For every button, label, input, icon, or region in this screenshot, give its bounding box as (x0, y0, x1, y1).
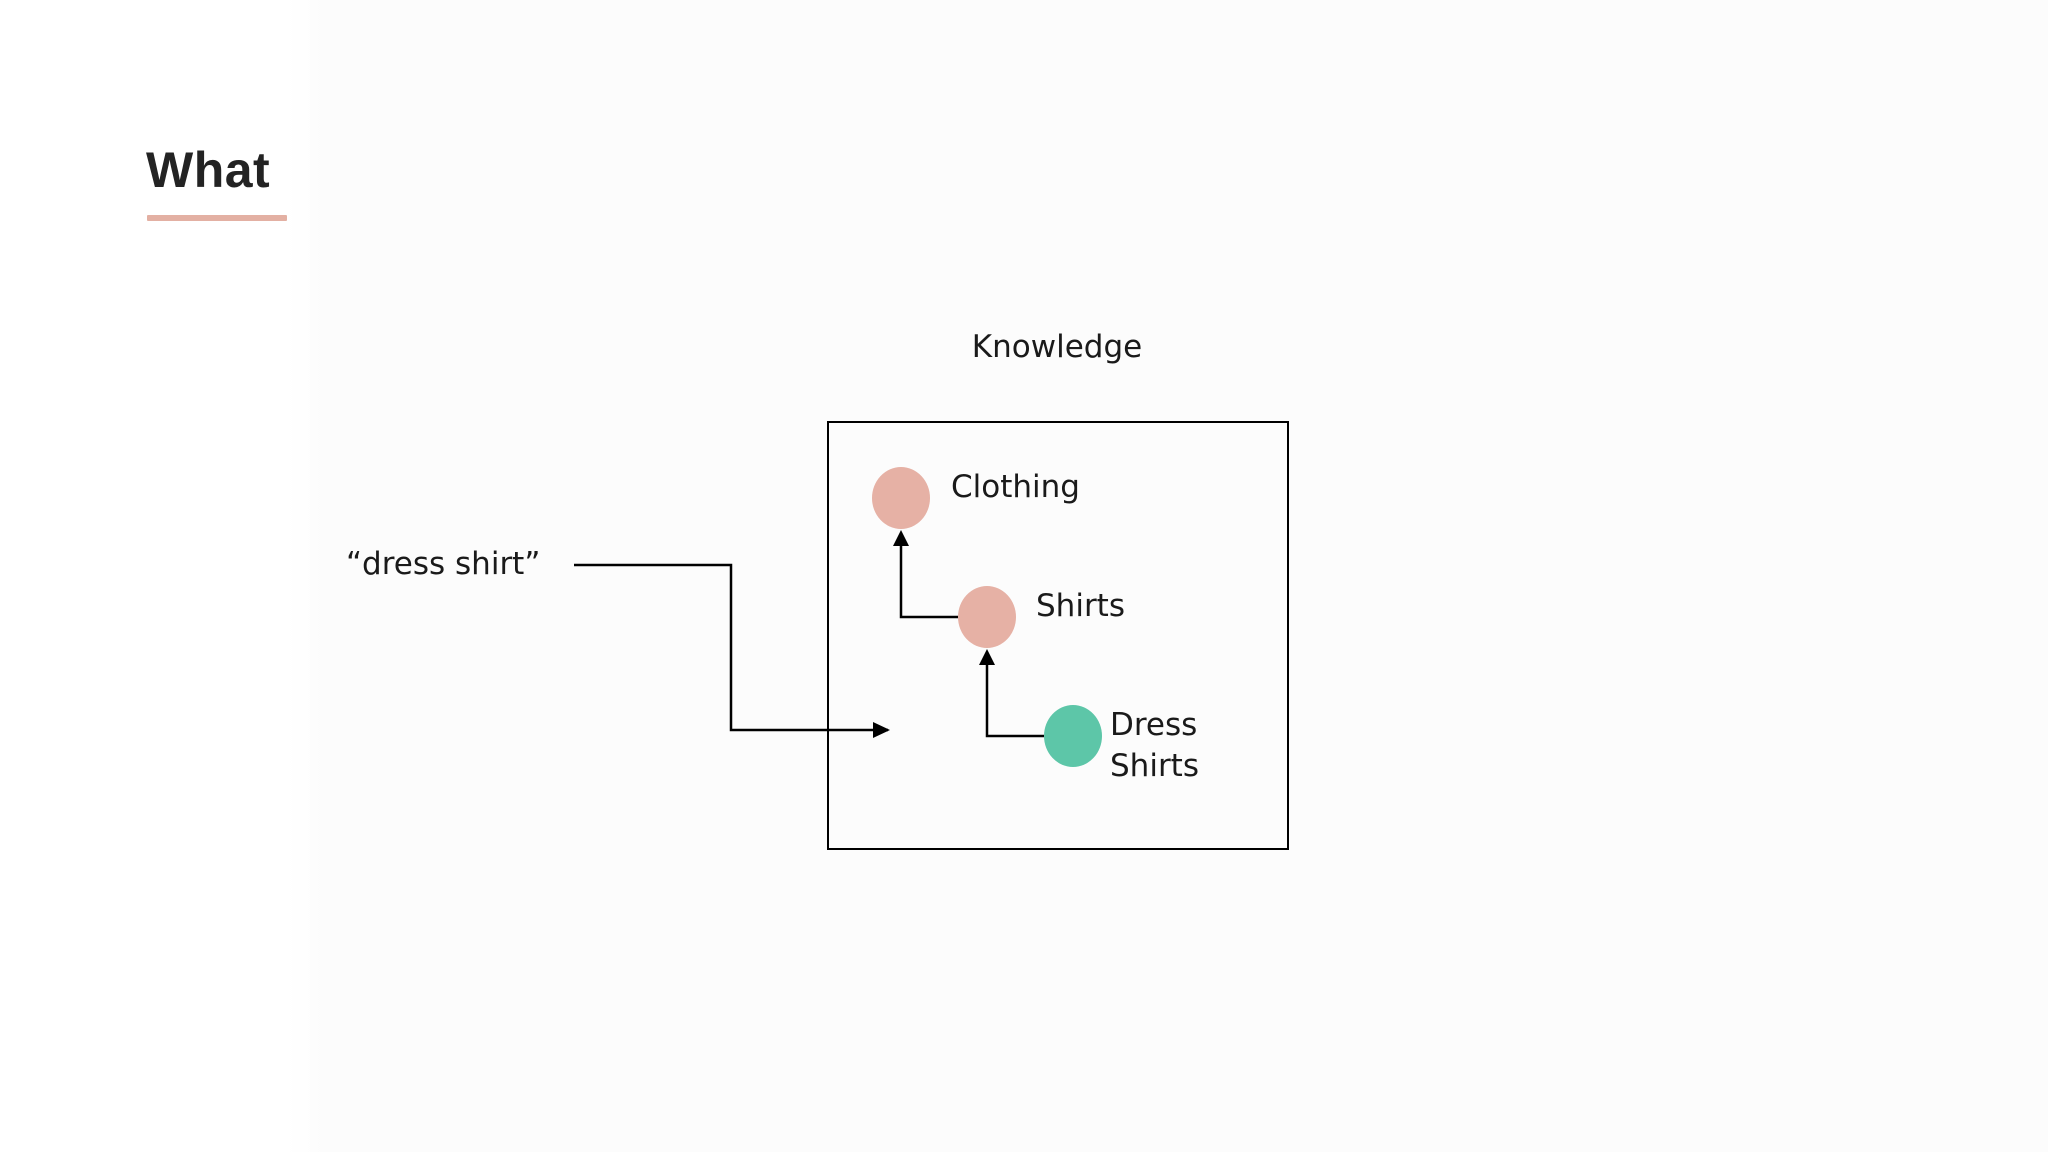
shirts-arrowhead (979, 649, 995, 665)
shirts-to-clothing-connector (899, 540, 958, 619)
query-arrowhead (873, 722, 890, 738)
slide-title: What (146, 142, 271, 198)
dress-shirts-node-label-line2: Shirts (1110, 748, 1199, 784)
clothing-node (872, 467, 930, 529)
dress-shirts-to-shirts-connector (985, 659, 1044, 738)
shirts-node (958, 586, 1016, 648)
knowledge-label: Knowledge (972, 329, 1142, 365)
title-underline (147, 215, 287, 221)
query-connector (574, 563, 888, 732)
clothing-arrowhead (893, 530, 909, 546)
query-label: “dress shirt” (346, 546, 540, 582)
dress-shirts-node (1044, 705, 1102, 767)
shirts-node-label: Shirts (1036, 588, 1125, 624)
clothing-node-label: Clothing (951, 469, 1080, 505)
dress-shirts-node-label-line1: Dress (1110, 707, 1197, 743)
knowledge-box (827, 421, 1289, 850)
